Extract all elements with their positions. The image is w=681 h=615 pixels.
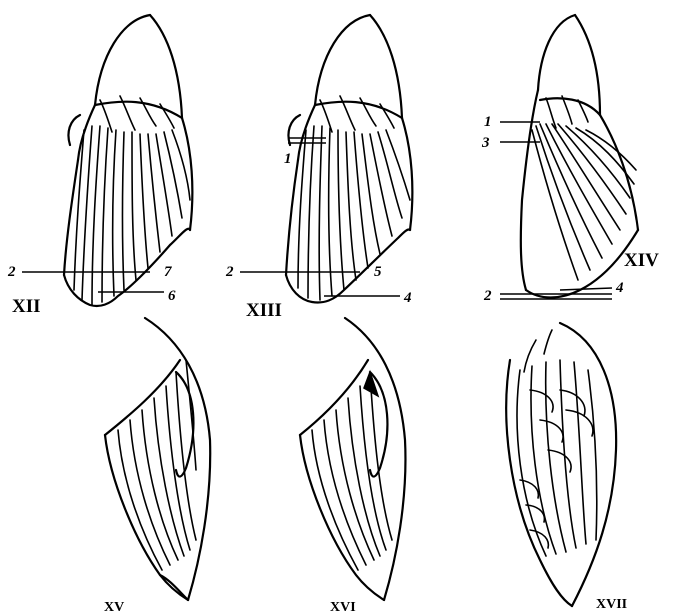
label-number: 2 <box>225 264 234 280</box>
wing-diagram-xv: XV <box>104 318 210 615</box>
wing-diagram-xvi: XVI <box>300 318 405 615</box>
label-number: 1 <box>484 114 492 130</box>
label-number: 7 <box>164 264 172 280</box>
figure-label-xii: XII <box>12 296 41 317</box>
figure-label-xvi: XVI <box>330 600 356 615</box>
label-number: 1 <box>284 151 292 167</box>
wing-diagram-xvii: XVII <box>506 323 627 612</box>
wing-diagram-xiv: 1 3 4 2 XIV <box>481 15 659 304</box>
label-number: 5 <box>374 264 382 280</box>
label-number: 2 <box>483 288 492 304</box>
label-number: 4 <box>403 290 412 306</box>
figure-label-xv: XV <box>104 600 124 615</box>
figure-label-xiv: XIV <box>624 250 659 271</box>
label-number: 6 <box>168 288 176 304</box>
label-number: 2 <box>7 264 16 280</box>
figure-label-xiii: XIII <box>246 300 282 321</box>
figure-label-xvii: XVII <box>596 597 627 612</box>
wing-diagram-xii: 2 7 6 XII <box>7 15 192 317</box>
label-number: 4 <box>615 280 624 296</box>
label-number: 3 <box>481 135 490 151</box>
wing-diagram-xiii: 1 2 5 4 XIII <box>225 15 412 321</box>
